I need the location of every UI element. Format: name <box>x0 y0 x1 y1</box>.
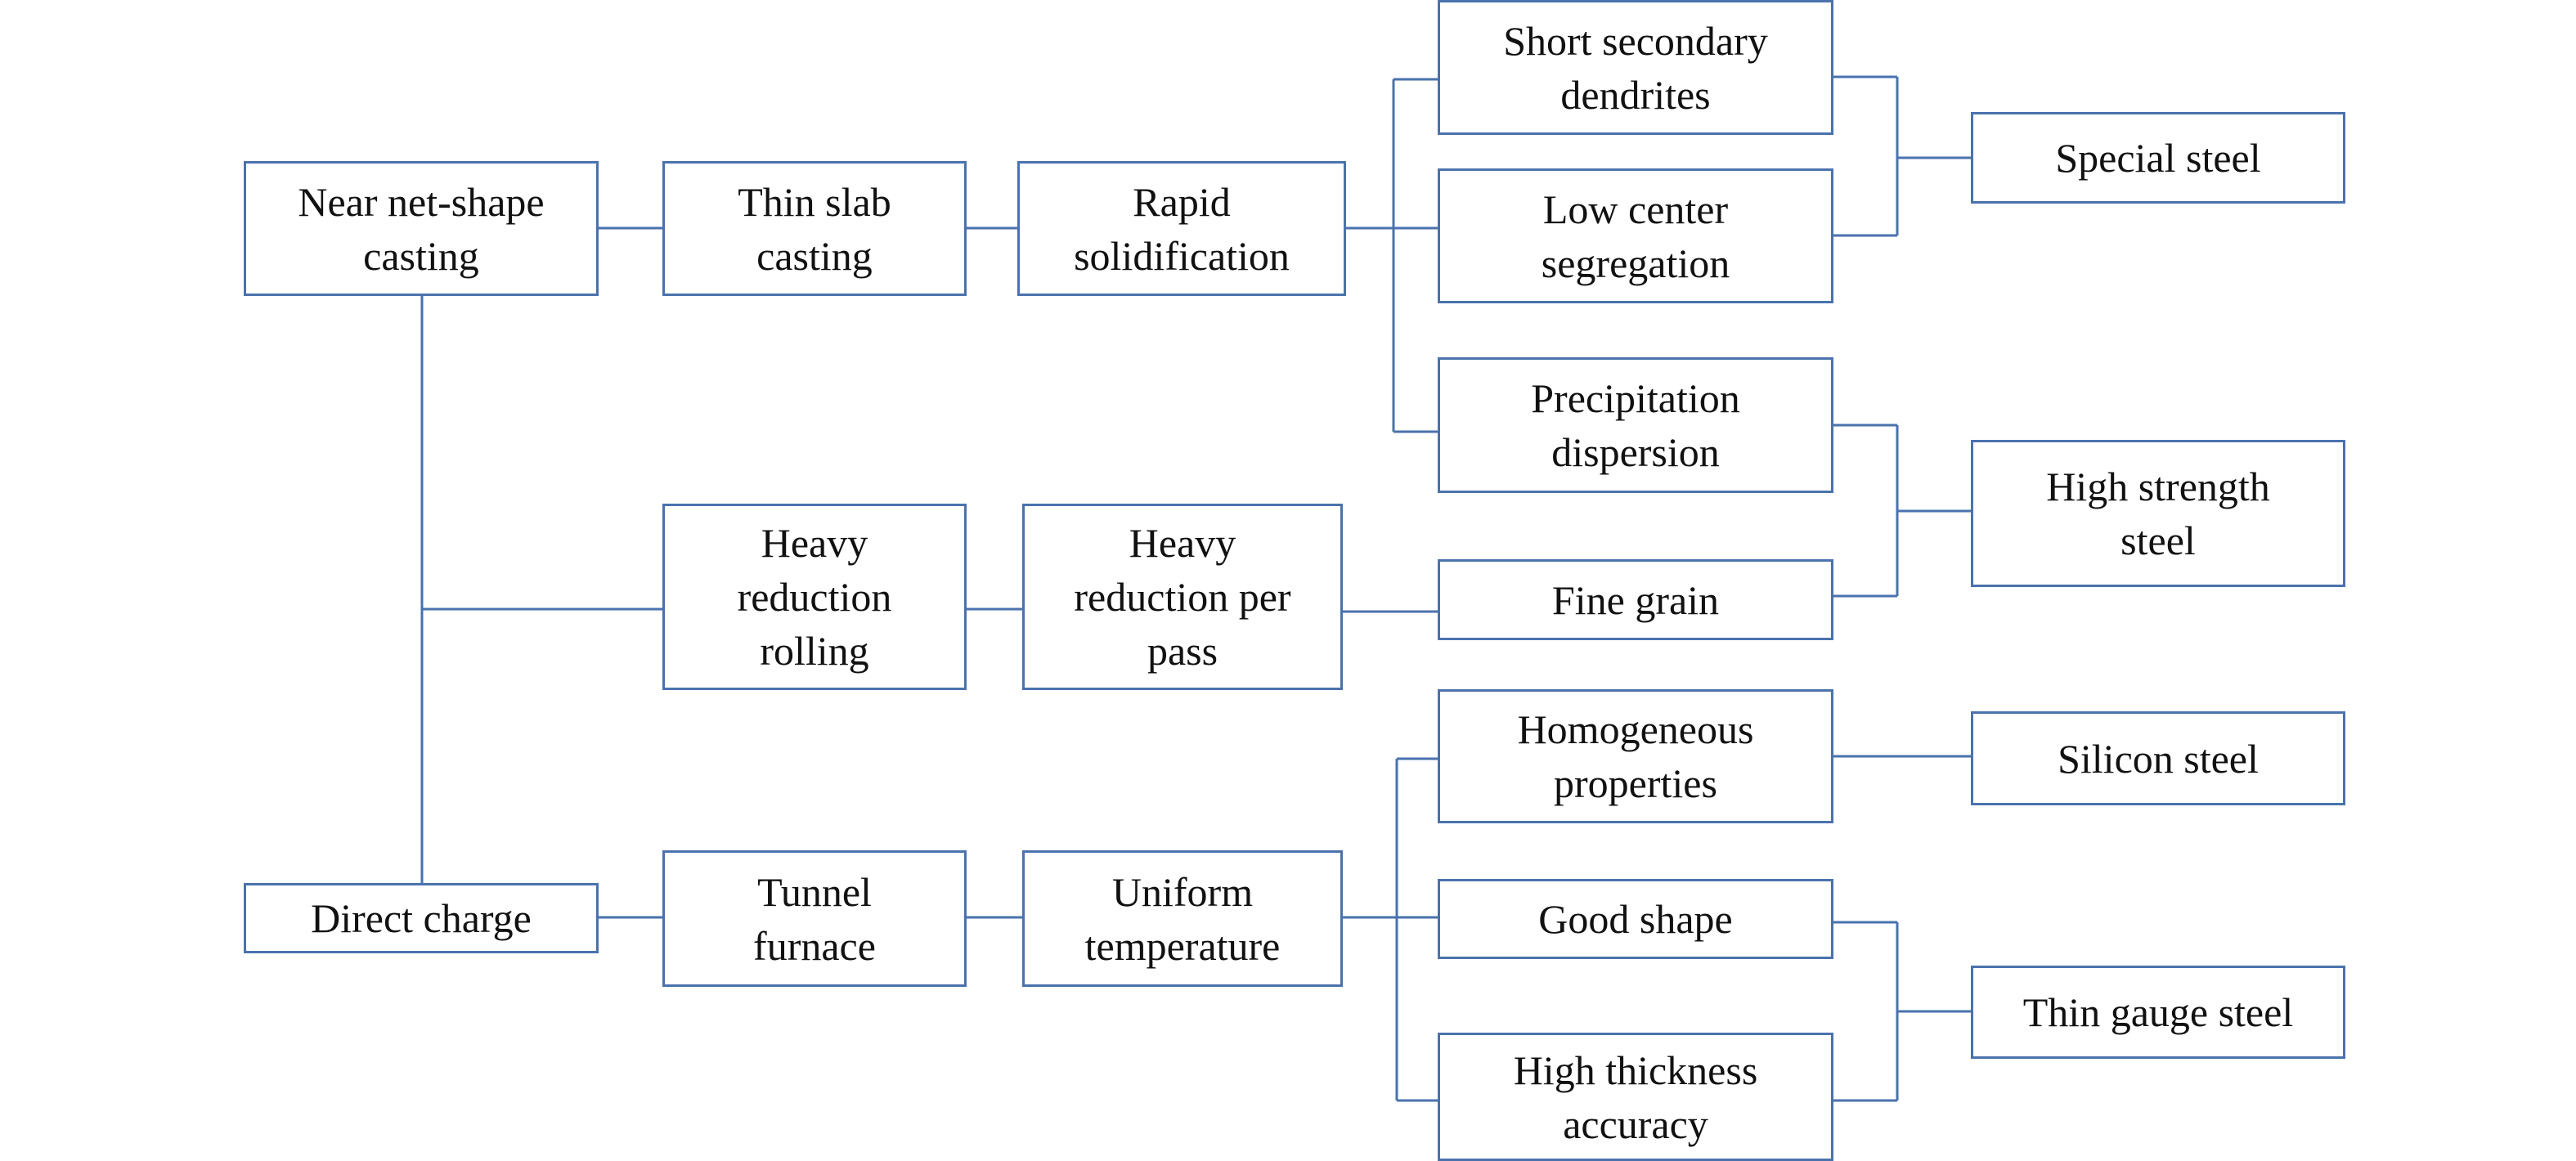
node-fine-grain: Fine grain <box>1438 559 1833 640</box>
node-heavy-reduction-per-pass-line-2: reduction per <box>1074 574 1291 620</box>
node-direct-charge-line-1: Direct charge <box>311 895 532 941</box>
node-heavy-reduction-per-pass: Heavy reduction per pass <box>1022 504 1343 690</box>
node-short-secondary-dendrites: Short secondary dendrites <box>1438 0 1833 135</box>
node-uniform-temperature: Uniform temperature <box>1022 850 1343 987</box>
node-high-thickness-accuracy: High thickness accuracy <box>1438 1033 1833 1161</box>
node-thin-slab-casting-line-2: casting <box>756 232 873 279</box>
node-low-center-segregation-line-2: segregation <box>1541 240 1730 286</box>
node-heavy-reduction-rolling-line-2: reduction <box>737 574 892 620</box>
node-precipitation-dispersion-line-1: Precipitation <box>1531 375 1740 421</box>
node-silicon-steel: Silicon steel <box>1971 711 2345 805</box>
node-precipitation-dispersion-line-2: dispersion <box>1551 429 1720 475</box>
node-special-steel: Special steel <box>1971 112 2345 204</box>
node-near-net-shape-casting: Near net-shape casting <box>244 161 599 296</box>
node-high-strength-steel-line-2: steel <box>2120 518 2196 563</box>
node-good-shape-line-1: Good shape <box>1538 896 1733 942</box>
node-uniform-temperature-line-1: Uniform <box>1111 868 1254 915</box>
node-near-net-shape-casting-line-2: casting <box>363 232 479 279</box>
node-tunnel-furnace-line-2: furnace <box>753 922 876 969</box>
node-uniform-temperature-line-2: temperature <box>1084 922 1281 969</box>
node-rapid-solidification: Rapid solidification <box>1017 161 1346 296</box>
node-tunnel-furnace: Tunnel furnace <box>662 850 967 987</box>
node-low-center-segregation: Low center segregation <box>1438 168 1833 303</box>
node-heavy-reduction-rolling-line-3: rolling <box>760 628 869 674</box>
node-rapid-solidification-line-1: Rapid <box>1133 178 1231 225</box>
node-short-secondary-dendrites-line-2: dendrites <box>1560 71 1711 118</box>
node-fine-grain-line-1: Fine grain <box>1551 576 1720 623</box>
node-precipitation-dispersion: Precipitation dispersion <box>1438 357 1833 493</box>
node-high-strength-steel: High strength steel <box>1971 440 2345 587</box>
node-heavy-reduction-rolling-line-1: Heavy <box>761 520 868 566</box>
node-short-secondary-dendrites-line-1: Short secondary <box>1503 17 1768 64</box>
node-thin-slab-casting: Thin slab casting <box>662 161 967 296</box>
node-rapid-solidification-line-2: solidification <box>1074 232 1290 279</box>
node-low-center-segregation-line-1: Low center <box>1542 186 1729 232</box>
node-heavy-reduction-per-pass-line-1: Heavy <box>1129 520 1236 566</box>
node-homogeneous-properties-line-2: properties <box>1554 760 1717 806</box>
node-thin-gauge-steel-line-1: Thin gauge steel <box>2022 989 2294 1035</box>
node-direct-charge: Direct charge <box>244 883 599 953</box>
node-high-thickness-accuracy-line-1: High thickness <box>1513 1047 1758 1093</box>
node-homogeneous-properties-line-1: Homogeneous <box>1517 706 1754 752</box>
node-good-shape: Good shape <box>1438 879 1833 959</box>
node-heavy-reduction-per-pass-line-3: pass <box>1147 628 1218 674</box>
node-thin-gauge-steel: Thin gauge steel <box>1971 966 2345 1059</box>
node-near-net-shape-casting-line-1: Near net-shape <box>298 178 545 225</box>
node-homogeneous-properties: Homogeneous properties <box>1438 689 1833 823</box>
node-heavy-reduction-rolling: Heavy reduction rolling <box>662 504 967 690</box>
node-silicon-steel-line-1: Silicon steel <box>2058 735 2259 782</box>
node-tunnel-furnace-line-1: Tunnel <box>757 868 872 915</box>
node-special-steel-line-1: Special steel <box>2055 135 2261 181</box>
node-high-strength-steel-line-1: High strength <box>2046 464 2270 509</box>
node-high-thickness-accuracy-line-2: accuracy <box>1563 1100 1708 1147</box>
node-thin-slab-casting-line-1: Thin slab <box>738 178 891 225</box>
